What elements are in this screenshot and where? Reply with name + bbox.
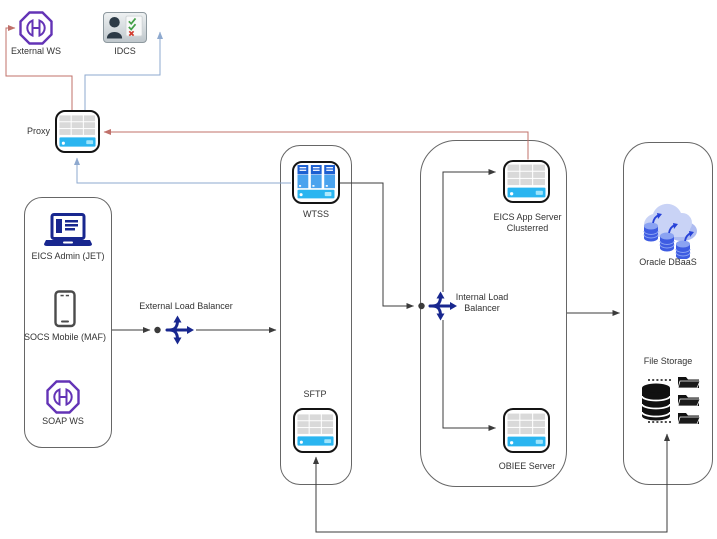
soap-ws-icon <box>45 379 81 415</box>
obiee-server-label: OBIEE Server <box>498 461 556 471</box>
idcs-icon <box>103 12 147 43</box>
wtss-label: WTSS <box>303 209 329 219</box>
eics-app-server-label: EICS App Server Clusterred <box>480 212 575 234</box>
wtss-icon <box>292 161 340 204</box>
edge-proxy-to-external-ws <box>5 25 73 110</box>
edge-sftp-file-storage <box>313 433 670 533</box>
soap-ws-label: SOAP WS <box>42 416 84 426</box>
proxy-label: Proxy <box>26 126 50 136</box>
edge-wtss-to-proxy <box>74 157 291 184</box>
sftp-icon <box>293 408 338 453</box>
edge-eics-app-to-proxy <box>103 129 529 160</box>
internal-load-balancer-label: Internal Load Balancer <box>450 292 514 314</box>
socs-mobile-label: SOCS Mobile (MAF) <box>23 332 106 342</box>
external-ws-icon <box>18 10 54 46</box>
edge-proxy-to-idcs <box>84 31 163 110</box>
edge-wtss-to-ilb <box>340 182 414 309</box>
edge-ilb-to-obiee <box>442 320 496 431</box>
eics-app-server-icon <box>503 160 550 203</box>
external-ws-label: External WS <box>10 46 61 56</box>
junction-dot-elb <box>154 326 161 334</box>
obiee-server-icon <box>503 408 550 453</box>
proxy-icon <box>55 110 100 153</box>
internal-load-balancer-label-line1: Internal Load <box>455 292 509 302</box>
idcs-label: IDCS <box>114 46 136 56</box>
storage-group-box <box>623 142 713 485</box>
external-load-balancer-label: External Load Balancer <box>139 301 233 311</box>
file-storage-label: File Storage <box>643 356 693 366</box>
eics-app-server-label-line1: EICS App Server <box>493 212 562 222</box>
file-storage-icon <box>641 377 700 425</box>
internal-load-balancer-label-line2: Balancer <box>464 303 500 313</box>
junction-dot-ilb <box>418 302 425 310</box>
folders-graphic <box>677 377 700 425</box>
eics-app-server-label-line2: Clusterred <box>506 223 549 233</box>
external-load-balancer-icon <box>160 312 196 348</box>
oracle-dbaas-label: Oracle DBaaS <box>639 257 697 267</box>
oracle-dbaas-icon <box>643 203 697 259</box>
socs-mobile-icon <box>54 290 76 328</box>
eics-admin-icon <box>44 213 92 246</box>
sftp-label: SFTP <box>303 389 327 399</box>
edge-ilb-to-eics-app <box>442 169 496 292</box>
eics-admin-label: EICS Admin (JET) <box>31 251 105 261</box>
